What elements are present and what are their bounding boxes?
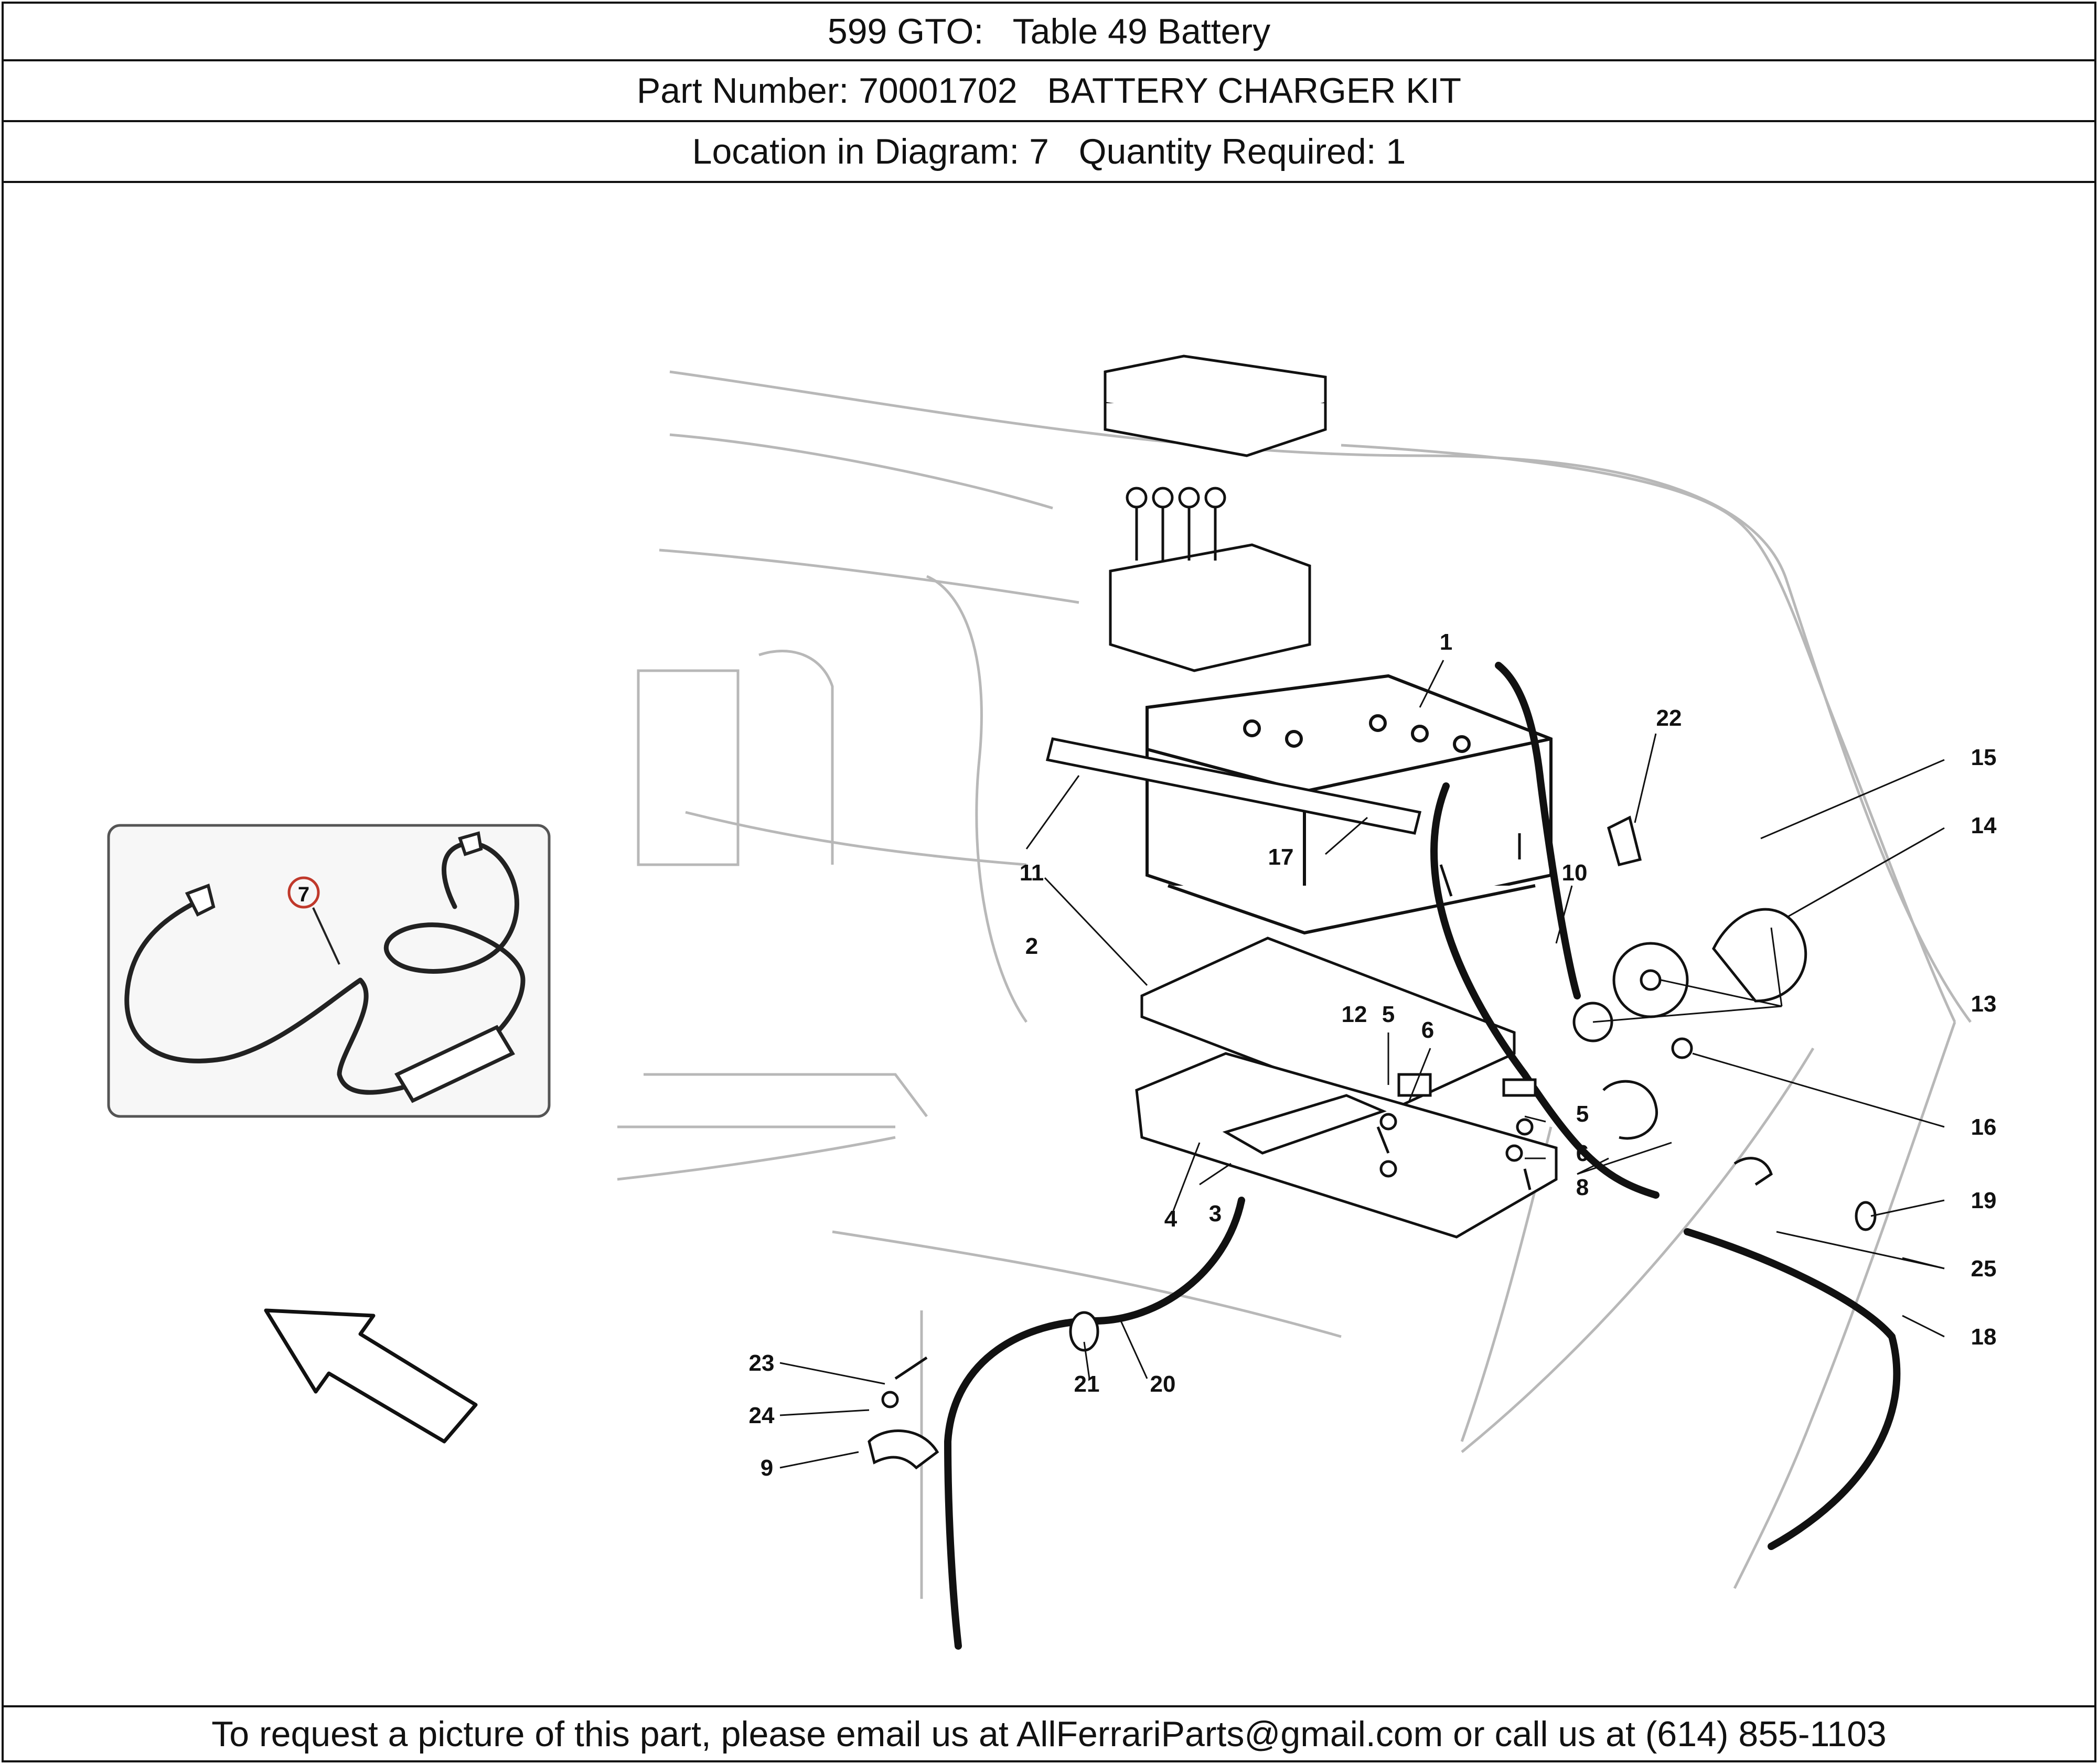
- callout-6a: 6: [1421, 1017, 1434, 1043]
- diagram-drawing: 7: [107, 354, 1997, 1650]
- callout-25: 25: [1971, 1256, 1997, 1282]
- cables: [944, 662, 1901, 1650]
- callout-2: 2: [1025, 933, 1038, 959]
- callout-14: 14: [1971, 813, 1997, 838]
- callout-10: 10: [1562, 860, 1588, 886]
- callout-3: 3: [1209, 1201, 1222, 1227]
- terminal-parts: [868, 815, 1877, 1470]
- model-table-title: 599 GTO: Table 49 Battery: [2, 2, 2096, 61]
- callout-22: 22: [1656, 705, 1682, 731]
- callout-9: 9: [761, 1455, 773, 1481]
- callout-15: 15: [1971, 745, 1997, 770]
- callout-16: 16: [1971, 1114, 1997, 1140]
- footer-request-text: To request a picture of this part, pleas…: [2, 1705, 2096, 1762]
- battery-tray: [1140, 937, 1516, 1113]
- callout-21: 21: [1074, 1371, 1100, 1397]
- callout-5a: 5: [1382, 1002, 1395, 1027]
- callout-6b: 6: [1576, 1141, 1589, 1166]
- callout-5b: 5: [1576, 1101, 1589, 1127]
- charger-kit-inset: 7: [107, 824, 551, 1118]
- direction-arrow: [264, 1308, 478, 1444]
- callout-12: 12: [1342, 1002, 1367, 1027]
- callout-1: 1: [1440, 629, 1452, 655]
- callout-23: 23: [749, 1350, 775, 1376]
- callout-24: 24: [749, 1403, 775, 1428]
- callout-19: 19: [1971, 1188, 1997, 1213]
- highlight-circle: [287, 876, 320, 909]
- fuse-box: [1104, 354, 1327, 672]
- base-plate: [1135, 1052, 1558, 1239]
- callout-18: 18: [1971, 1324, 1997, 1350]
- callout-8: 8: [1576, 1175, 1589, 1200]
- parts-diagram: 7: [2, 183, 2096, 1705]
- callout-numbers: 1 2 3 4 5 5 6 6 8 9 10 11 12 13 14 15 16…: [749, 629, 1997, 1481]
- location-quantity-line: Location in Diagram: 7 Quantity Required…: [2, 122, 2096, 183]
- inset-callout-7: 7: [298, 883, 309, 906]
- callout-11: 11: [1020, 860, 1044, 886]
- hold-down-bar: [1045, 737, 1422, 835]
- part-number-line: Part Number: 70001702 BATTERY CHARGER KI…: [2, 61, 2096, 122]
- callout-13: 13: [1971, 991, 1997, 1017]
- callout-4: 4: [1164, 1206, 1178, 1232]
- leader-lines: [779, 660, 1945, 1469]
- callout-17: 17: [1268, 844, 1294, 870]
- callout-20: 20: [1150, 1371, 1176, 1397]
